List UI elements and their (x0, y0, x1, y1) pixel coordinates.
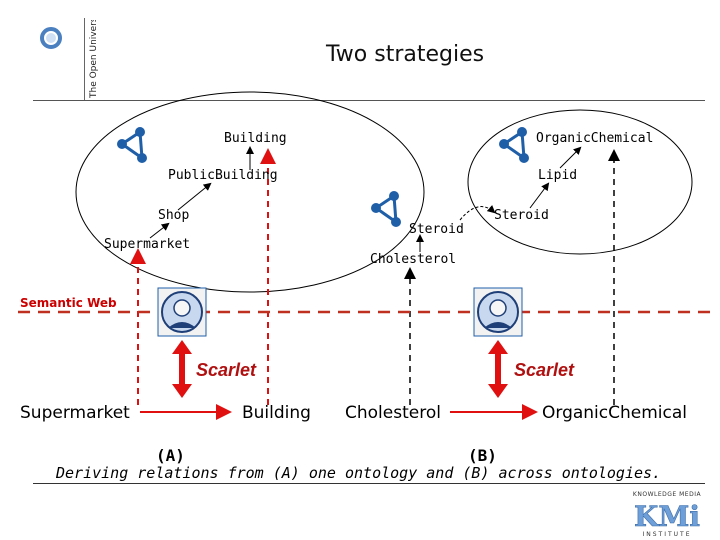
term-steroid-right: Steroid (494, 208, 549, 223)
double-arrow-a (172, 340, 192, 398)
arrow-steroid-lipid (529, 182, 550, 209)
term-lipid: Lipid (538, 168, 578, 183)
term-organicchemical: OrganicChemical (536, 131, 654, 146)
right-ontology-ellipse (467, 109, 693, 255)
header (33, 18, 705, 101)
logo-divider (84, 18, 99, 100)
scarlet-portrait-icon (473, 287, 523, 337)
label-b: (B) (468, 446, 497, 465)
bottom-term-cholesterol: Cholesterol (345, 403, 441, 423)
left-ontology-ellipse (75, 91, 425, 293)
dashed-arrow-steroid-steroid (459, 205, 496, 221)
bottom-term-organicchemical: OrganicChemical (542, 403, 687, 423)
footer-divider (33, 483, 705, 484)
bottom-term-building: Building (242, 403, 311, 423)
label-a: (A) (156, 446, 185, 465)
scarlet-label-a: Scarlet (196, 360, 257, 380)
kmi-logo-line1: KNOWLEDGE MEDIA (633, 491, 702, 498)
page-title: Two strategies (326, 42, 485, 67)
term-supermarket: Supermarket (104, 237, 191, 252)
open-university-logo: The Open University (40, 20, 99, 99)
bottom-term-supermarket: Supermarket (20, 403, 130, 423)
kmi-logo-line2: INSTITUTE (642, 531, 691, 538)
double-arrow-b (488, 340, 508, 398)
ontology-network-icon (499, 127, 529, 163)
arrow-supermarket-shop (149, 222, 170, 239)
kmi-logo: KNOWLEDGE MEDIA KMi INSTITUTE (633, 491, 702, 538)
scarlet-label-b: Scarlet (514, 360, 575, 380)
ontology-network-icon (117, 127, 147, 163)
arrow-lipid-organicchemical (559, 146, 582, 169)
caption: Deriving relations from (A) one ontology… (56, 464, 662, 482)
scarlet-portrait-icon (157, 287, 207, 337)
ontology-network-icon (371, 191, 401, 227)
kmi-logo-mark: KMi (634, 500, 700, 533)
university-logo-text: The Open University (89, 20, 99, 99)
term-shop: Shop (158, 208, 190, 223)
term-building: Building (224, 131, 287, 146)
term-publicbuilding: PublicBuilding (168, 168, 278, 183)
term-steroid-middle: Steroid (409, 222, 464, 237)
semantic-web-label: Semantic Web (20, 296, 117, 310)
arrow-shop-publicbuilding (177, 182, 212, 211)
term-cholesterol-middle: Cholesterol (370, 252, 457, 267)
